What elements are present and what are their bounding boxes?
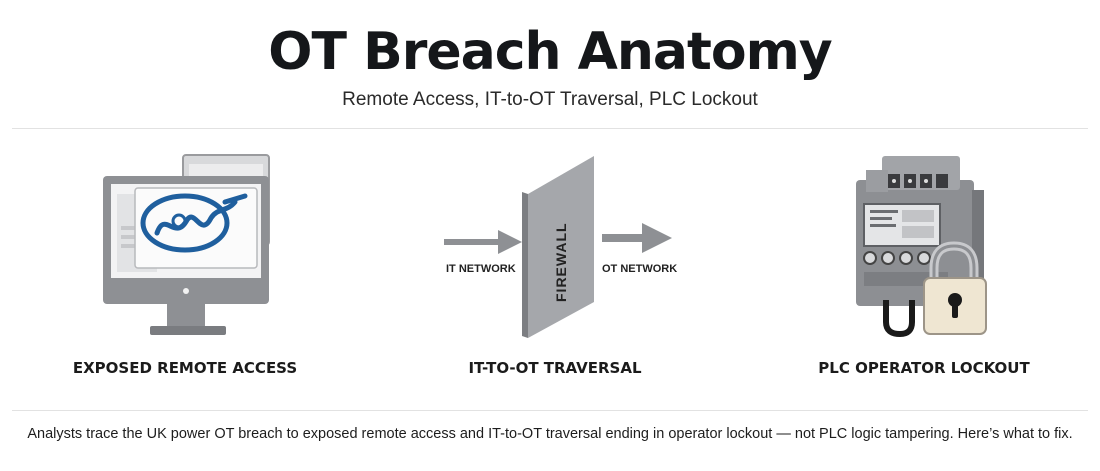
monitor-remote-access-icon xyxy=(103,154,270,335)
firewall-wall-text: FIREWALL xyxy=(553,222,569,302)
bottom-divider xyxy=(12,410,1088,411)
page-title: OT Breach Anatomy xyxy=(268,22,832,82)
caption-text: Analysts trace the UK power OT breach to… xyxy=(27,426,1073,442)
it-network-label: IT NETWORK xyxy=(446,263,516,275)
traversal-arrow-out xyxy=(602,223,672,253)
ot-network-label: OT NETWORK xyxy=(602,263,678,275)
traversal-arrow-in xyxy=(444,230,522,254)
firewall-icon: FIREWALL xyxy=(522,156,594,338)
top-divider xyxy=(12,128,1088,129)
stage-label-remote-access: EXPOSED REMOTE ACCESS xyxy=(72,359,298,377)
stage-label-traversal: IT-TO-OT TRAVERSAL xyxy=(468,359,642,377)
plc-padlock-icon xyxy=(856,156,987,338)
stage-label-plc-lockout: PLC OPERATOR LOCKOUT xyxy=(818,359,1030,377)
page-subtitle: Remote Access, IT-to-OT Traversal, PLC L… xyxy=(342,89,758,110)
